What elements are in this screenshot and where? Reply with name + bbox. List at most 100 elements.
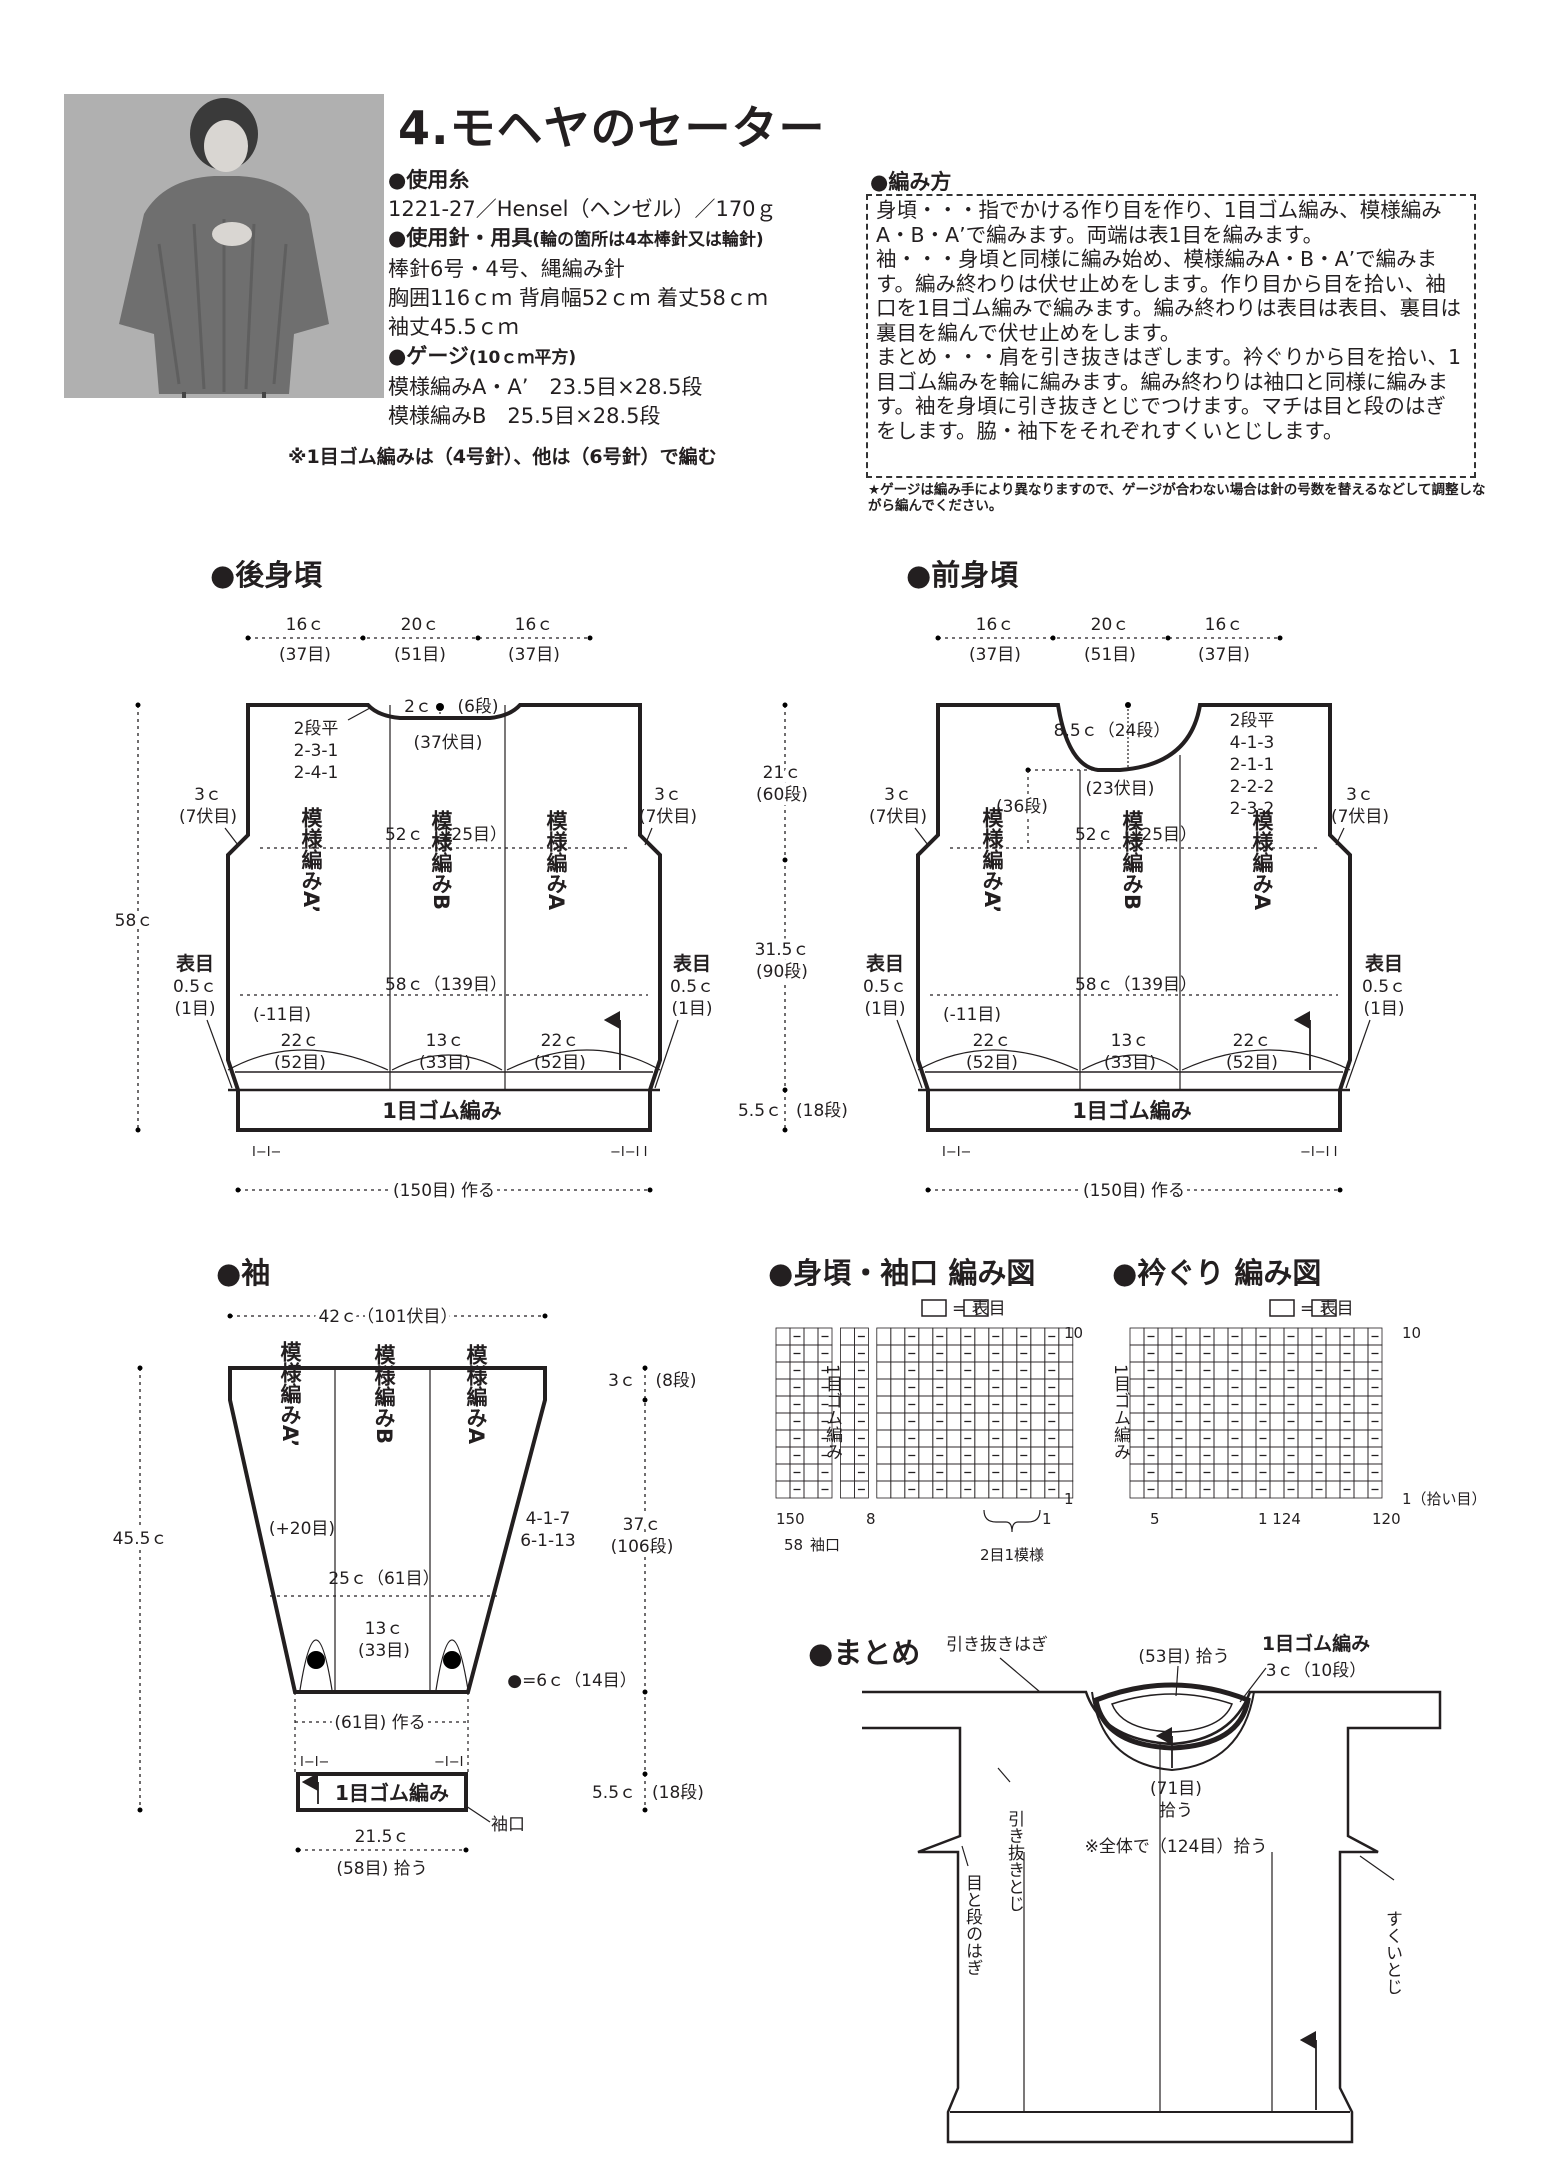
chart-cell bbox=[803, 1361, 819, 1380]
chart1-cuff-label: 袖口 bbox=[810, 1536, 840, 1554]
page-title: 4.モヘヤのセーター bbox=[398, 101, 826, 155]
back-pattern-a: 模様編みA bbox=[544, 809, 568, 911]
chart-cell bbox=[1353, 1412, 1369, 1431]
chart-cell bbox=[1185, 1480, 1201, 1499]
chart2-legend-text: = 表目 bbox=[1300, 1299, 1354, 1319]
back-body-outline bbox=[226, 703, 662, 1132]
chart2-legend-knit bbox=[1311, 1299, 1337, 1317]
section-sleeve: ●袖 bbox=[216, 1256, 271, 1290]
chart-cell bbox=[1058, 1395, 1074, 1414]
chart-cell bbox=[1213, 1327, 1229, 1346]
chart-cell bbox=[1297, 1344, 1313, 1363]
chart-cell bbox=[890, 1378, 906, 1397]
back-b52-right: (52目) bbox=[534, 1053, 586, 1073]
sleeve-h55: 5.5ｃ bbox=[592, 1783, 636, 1803]
chart-cell bbox=[1353, 1395, 1369, 1414]
finish-outline bbox=[862, 1690, 1442, 2144]
chart-cell bbox=[1129, 1361, 1145, 1380]
chart-cell bbox=[1185, 1446, 1201, 1465]
front-neck-bindoff: (23伏目) bbox=[1086, 779, 1155, 799]
mid-r60: (60段) bbox=[756, 785, 808, 805]
chart-cell bbox=[1002, 1327, 1018, 1346]
sleeve-w13: 13ｃ bbox=[365, 1619, 404, 1639]
finish-seam2: 引き抜きとじ bbox=[1004, 1810, 1025, 1912]
chart-cell bbox=[918, 1429, 934, 1448]
back-b22-right: 22ｃ bbox=[541, 1031, 580, 1051]
sleeve-pick58: (58目) 拾う bbox=[336, 1859, 427, 1879]
chart1-rib-label: 1目ゴム編み bbox=[822, 1364, 843, 1460]
front-dec11: (-11目) bbox=[943, 1005, 1001, 1025]
back-b13: 13ｃ bbox=[426, 1031, 465, 1051]
chart-cell bbox=[1002, 1480, 1018, 1499]
chart-cell bbox=[1157, 1480, 1173, 1499]
front-pattern-labels: 模様編みA’ 模様編みB 模様編みA bbox=[980, 806, 1274, 913]
front-b13: 13ｃ bbox=[1111, 1031, 1150, 1051]
chart-cell bbox=[1241, 1446, 1257, 1465]
chart-cell bbox=[876, 1429, 892, 1448]
front-w58: 58ｃ（139目） bbox=[1075, 975, 1197, 995]
chart1-col58: 58 bbox=[784, 1536, 803, 1554]
chart-cell bbox=[974, 1327, 990, 1346]
chart1-legend-knit bbox=[963, 1299, 989, 1317]
chart-cell bbox=[840, 1361, 855, 1380]
chart-cell bbox=[974, 1480, 990, 1499]
chart1-col1: 1 bbox=[1042, 1510, 1052, 1528]
front-dec-2: 4-1-3 bbox=[1230, 733, 1275, 753]
needles-heading: ●使用針・用具 bbox=[388, 226, 533, 250]
chart-cell bbox=[1241, 1429, 1257, 1448]
sleeve-cuff-label: 袖口 bbox=[491, 1815, 525, 1835]
chart-cell bbox=[1129, 1429, 1145, 1448]
chart-cell bbox=[1297, 1429, 1313, 1448]
chart-cell bbox=[974, 1463, 990, 1482]
front-w52: 52ｃ（125目） bbox=[1075, 825, 1197, 845]
chart-cell bbox=[918, 1378, 934, 1397]
back-b22-left: 22ｃ bbox=[281, 1031, 320, 1051]
chart-cell bbox=[1269, 1327, 1285, 1346]
chart-cell bbox=[1157, 1446, 1173, 1465]
sleeve-top: 42ｃ（101伏目） bbox=[318, 1307, 457, 1327]
chart-cell bbox=[890, 1344, 906, 1363]
chart-cell bbox=[1185, 1395, 1201, 1414]
chart-cell bbox=[1157, 1463, 1173, 1482]
chart-cell bbox=[1353, 1378, 1369, 1397]
chart-cell bbox=[876, 1361, 892, 1380]
chart2-col120: 120 bbox=[1372, 1510, 1401, 1528]
front-s37-right: (37目) bbox=[1198, 645, 1250, 665]
chart-cell bbox=[1325, 1395, 1341, 1414]
chart-cell bbox=[840, 1463, 855, 1482]
back-b33: (33目) bbox=[419, 1053, 471, 1073]
needles-note: (輪の箇所は4本棒針又は輪針) bbox=[532, 230, 764, 250]
back-w20: 20ｃ bbox=[401, 615, 440, 635]
chart-cell bbox=[1353, 1327, 1369, 1346]
chart-cell bbox=[775, 1480, 791, 1499]
chart-cell bbox=[1030, 1412, 1046, 1431]
chart-cell bbox=[803, 1446, 819, 1465]
back-edge-left-2: 0.5ｃ bbox=[173, 977, 217, 997]
chart-cell bbox=[1002, 1412, 1018, 1431]
back-arm-left-2: (7伏目) bbox=[179, 807, 237, 827]
chart-cell bbox=[1157, 1378, 1173, 1397]
chart-cell bbox=[1058, 1463, 1074, 1482]
chart-cell bbox=[1129, 1395, 1145, 1414]
sleeve-pattern-a2: 模様編みA’ bbox=[278, 1340, 302, 1447]
chart-cell bbox=[775, 1446, 791, 1465]
chart-cell bbox=[1185, 1344, 1201, 1363]
chart-cell bbox=[1297, 1480, 1313, 1499]
chart-cell bbox=[1325, 1361, 1341, 1380]
finish-seam4: すくいとじ bbox=[1382, 1910, 1402, 1995]
chart-cell bbox=[1185, 1327, 1201, 1346]
chart-cell bbox=[974, 1344, 990, 1363]
chart-cell bbox=[1297, 1378, 1313, 1397]
chart-cell bbox=[1185, 1429, 1201, 1448]
chart-cell bbox=[876, 1378, 892, 1397]
sleeve-h3: 3ｃ bbox=[608, 1371, 636, 1391]
chart2-cells bbox=[1129, 1327, 1383, 1499]
chart-cell bbox=[1241, 1463, 1257, 1482]
mid-r18: (18段) bbox=[796, 1101, 848, 1121]
chart-cell bbox=[918, 1463, 934, 1482]
finish-seam3: 目と段のはぎ bbox=[962, 1874, 983, 1976]
front-ticks-left: I−I− bbox=[942, 1145, 971, 1160]
sleeve-s33: (33目) bbox=[358, 1641, 410, 1661]
sleeve-w215: 21.5ｃ bbox=[355, 1827, 410, 1847]
